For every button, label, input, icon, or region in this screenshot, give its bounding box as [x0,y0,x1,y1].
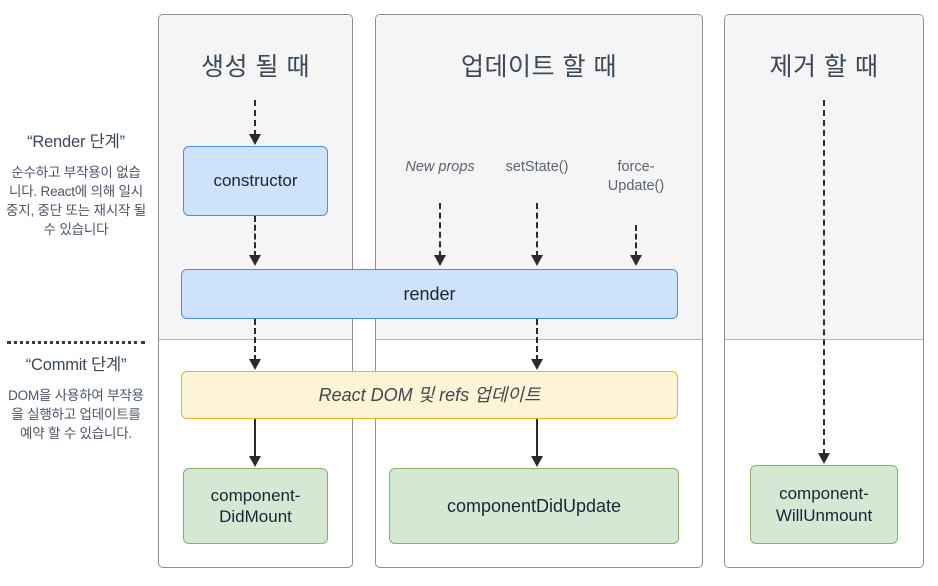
connector-constructor-to-render [254,216,256,257]
legend-commit-phase-title: “Commit 단계” [25,356,127,374]
arrowhead-new-props [434,255,446,266]
node-component-will-unmount[interactable]: component- WillUnmount [750,465,898,544]
arrowhead-update-reactdom [531,359,543,370]
arrowhead-force-update [630,255,642,266]
legend-render-phase-description: 순수하고 부작용이 없습니다. React에 의해 일시 중지, 중단 또는 재… [6,164,146,238]
node-react-dom-and-refs-update[interactable]: React DOM 및 refs 업데이트 [181,371,678,419]
column-heading-updating: 업데이트 할 때 [461,53,617,81]
node-component-will-unmount-line1: component- [779,484,869,504]
arrowhead-will-unmount [818,453,830,464]
node-component-did-mount-line1: component- [210,485,301,505]
trigger-label-force-update: force- Update() [590,158,682,195]
connector-render-to-reactdom-mount [254,319,256,361]
connector-reactdom-to-did-update [536,419,538,458]
connector-reactdom-to-did-mount [254,419,256,458]
arrowhead-mount-reactdom [249,359,261,370]
trigger-label-new-props: New props [405,159,475,175]
node-component-will-unmount-line2: WillUnmount [775,505,873,525]
trigger-label-set-state: setState() [505,159,569,175]
connector-unmount-top-to-will-unmount [823,100,825,455]
connector-set-state-to-render [536,203,538,257]
column-heading-unmounting: 제거 할 때 [769,53,879,81]
trigger-label-force-update-line1: force- [617,159,655,175]
connector-force-update-to-render [635,225,637,257]
arrowhead-mount-render [249,255,261,266]
node-component-did-mount-line2: DidMount [219,507,292,526]
node-constructor[interactable]: constructor [183,146,328,216]
legend-commit-phase-description: DOM을 사용하여 부작용을 실행하고 업데이트를 예약 할 수 있습니다. [8,387,144,442]
arrowhead-set-state [531,255,543,266]
node-component-did-update[interactable]: componentDidUpdate [389,468,679,544]
legend-render-phase: “Render 단계” 순수하고 부작용이 없습니다. React에 의해 일시… [6,132,146,240]
legend-column: “Render 단계” 순수하고 부작용이 없습니다. React에 의해 일시… [0,0,152,586]
arrowhead-mount-constructor [249,134,261,145]
legend-phase-divider [7,341,145,344]
node-component-did-mount[interactable]: component- DidMount [183,468,328,544]
connector-mount-top-to-constructor [254,100,256,136]
trigger-label-force-update-line2: Update() [607,177,665,194]
arrowhead-did-update [531,456,543,467]
connector-new-props-to-render [439,203,441,257]
column-heading-mounting: 생성 될 때 [201,53,310,81]
legend-commit-phase: “Commit 단계” DOM을 사용하여 부작용을 실행하고 업데이트를 예약… [6,355,146,443]
arrowhead-did-mount [249,456,261,467]
node-render[interactable]: render [181,269,678,319]
connector-render-to-reactdom-update [536,319,538,361]
legend-render-phase-title: “Render 단계” [27,133,125,151]
